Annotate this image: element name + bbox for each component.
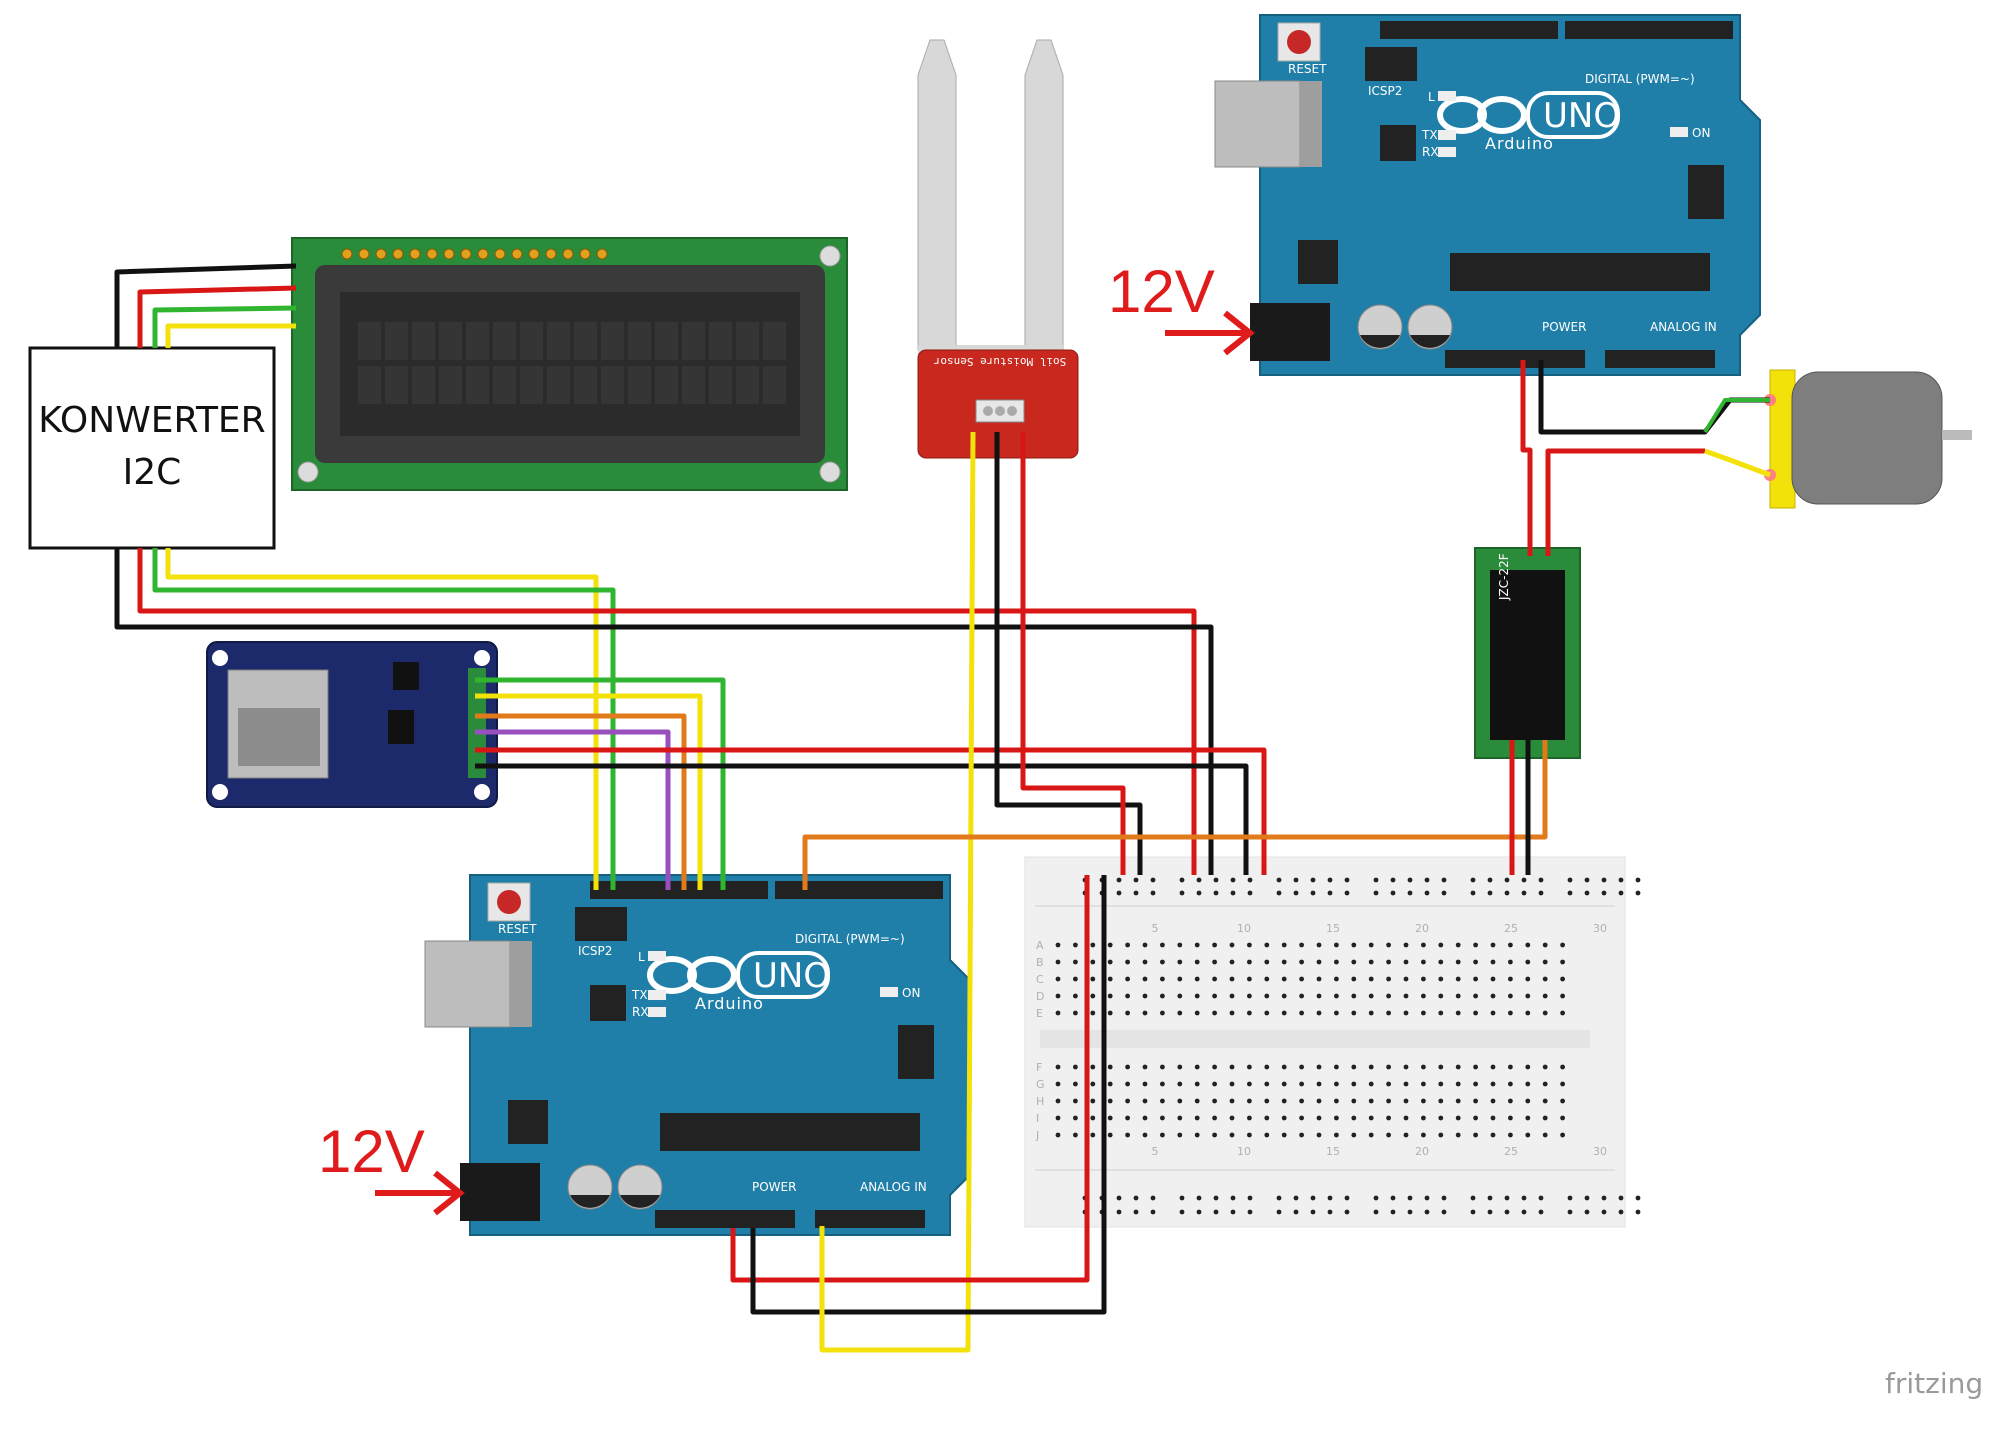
bb-row-label: B xyxy=(1036,956,1044,969)
wire-orange-sd xyxy=(475,713,687,890)
arduino-top-power: POWER xyxy=(1542,320,1586,334)
arduino-bottom-reset: RESET xyxy=(498,922,537,936)
arduino-uno-bottom: RESET ICSP2 UNO Arduino DIGITAL (PWM=~) … xyxy=(425,875,970,1235)
converter-label-line1: KONWERTER xyxy=(38,400,265,441)
power-label-bottom: 12V xyxy=(318,1118,465,1216)
bb-col-number: 20 xyxy=(1415,1145,1429,1158)
arduino-bottom-rx: RX xyxy=(632,1005,649,1019)
bb-row-label: A xyxy=(1036,939,1044,952)
arduino-top-analog: ANALOG IN xyxy=(1650,320,1717,334)
wire-yellow-motor xyxy=(1704,448,1771,478)
wire-red-sd xyxy=(475,747,1267,875)
bb-col-number: 5 xyxy=(1152,1145,1159,1158)
i2c-converter: KONWERTER I2C xyxy=(28,346,276,550)
wire-green-i2c xyxy=(152,548,616,890)
wire-yellow-lcd xyxy=(165,323,296,348)
arduino-bottom-l: L xyxy=(638,950,645,964)
arduino-top-rx: RX xyxy=(1422,145,1439,159)
sd-card-module xyxy=(206,641,498,808)
wire-red-i2c xyxy=(137,548,1197,875)
arduino-bottom-digital: DIGITAL (PWM=~) xyxy=(795,932,905,946)
arduino-bottom-on: ON xyxy=(902,986,920,1000)
bb-row-label: D xyxy=(1036,990,1044,1003)
wire-green-motor xyxy=(1703,398,1770,434)
arduino-bottom-analog: ANALOG IN xyxy=(860,1180,927,1194)
soil-moisture-sensor: Soil Moisture Sensor xyxy=(917,39,1079,459)
bb-row-label: C xyxy=(1036,973,1044,986)
wire-black-sensor xyxy=(994,432,1143,875)
bb-row-label: H xyxy=(1036,1095,1044,1108)
arduino-top-l: L xyxy=(1428,90,1435,104)
wire-red-lcd xyxy=(137,285,297,348)
arduino-uno-top: RESET ICSP2 UNO Arduino DIGITAL (PWM=~) … xyxy=(1215,15,1760,375)
arduino-bottom-model: UNO xyxy=(753,956,830,996)
dc-motor xyxy=(1764,369,1972,509)
bb-row-label: F xyxy=(1036,1061,1042,1074)
bb-row-label: J xyxy=(1035,1129,1039,1142)
wire-purple-sd xyxy=(475,729,671,890)
arduino-bottom-icsp2: ICSP2 xyxy=(578,944,612,958)
arduino-top-model: UNO xyxy=(1543,96,1620,136)
relay-module: JZC-22F xyxy=(1474,547,1581,759)
lcd-display xyxy=(291,237,848,491)
bb-col-number: 20 xyxy=(1415,922,1429,935)
power-text-bottom: 12V xyxy=(318,1118,425,1185)
bb-col-number: 25 xyxy=(1504,1145,1518,1158)
converter-label-line2: I2C xyxy=(123,452,182,493)
bb-row-label: E xyxy=(1036,1007,1043,1020)
bb-row-label: I xyxy=(1036,1112,1039,1125)
wire-yellow-sd xyxy=(475,693,703,890)
arduino-top-reset: RESET xyxy=(1288,62,1327,76)
wire-black-gnd xyxy=(750,875,1107,1315)
power-label-top: 12V xyxy=(1108,258,1255,356)
bb-col-number: 15 xyxy=(1326,1145,1340,1158)
bb-col-number: 30 xyxy=(1593,1145,1607,1158)
wire-black-lcd xyxy=(114,263,297,348)
wire-red-sensor xyxy=(1020,432,1126,875)
arduino-bottom-power: POWER xyxy=(752,1180,796,1194)
arduino-top-brand: Arduino xyxy=(1485,134,1554,153)
bb-col-number: 5 xyxy=(1152,922,1159,935)
arduino-top-on: ON xyxy=(1692,126,1710,140)
bb-col-number: 15 xyxy=(1326,922,1340,935)
bb-col-number: 25 xyxy=(1504,922,1518,935)
wire-red-motor-relay xyxy=(1545,448,1705,556)
wire-red-5v xyxy=(730,875,1090,1283)
wire-green-lcd xyxy=(152,305,297,348)
arduino-top-digital: DIGITAL (PWM=~) xyxy=(1585,72,1695,86)
soil-sensor-label: Soil Moisture Sensor xyxy=(933,355,1066,368)
power-text-top: 12V xyxy=(1108,258,1215,325)
arduino-bottom-brand: Arduino xyxy=(695,994,764,1013)
bb-col-number: 30 xyxy=(1593,922,1607,935)
wires xyxy=(114,263,1771,1353)
arduino-top-tx: TX xyxy=(1421,128,1438,142)
wire-orange-relay xyxy=(802,740,1548,890)
arduino-bottom-tx: TX xyxy=(631,988,648,1002)
relay-label: JZC-22F xyxy=(1497,553,1511,601)
wire-green-sd xyxy=(475,677,726,890)
fritzing-watermark: fritzing xyxy=(1885,1367,1983,1400)
wire-red-top-relay xyxy=(1520,360,1533,556)
bb-row-label: G xyxy=(1036,1078,1045,1091)
arduino-top-icsp2: ICSP2 xyxy=(1368,84,1402,98)
bb-col-number: 10 xyxy=(1237,922,1251,935)
bb-col-number: 10 xyxy=(1237,1145,1251,1158)
